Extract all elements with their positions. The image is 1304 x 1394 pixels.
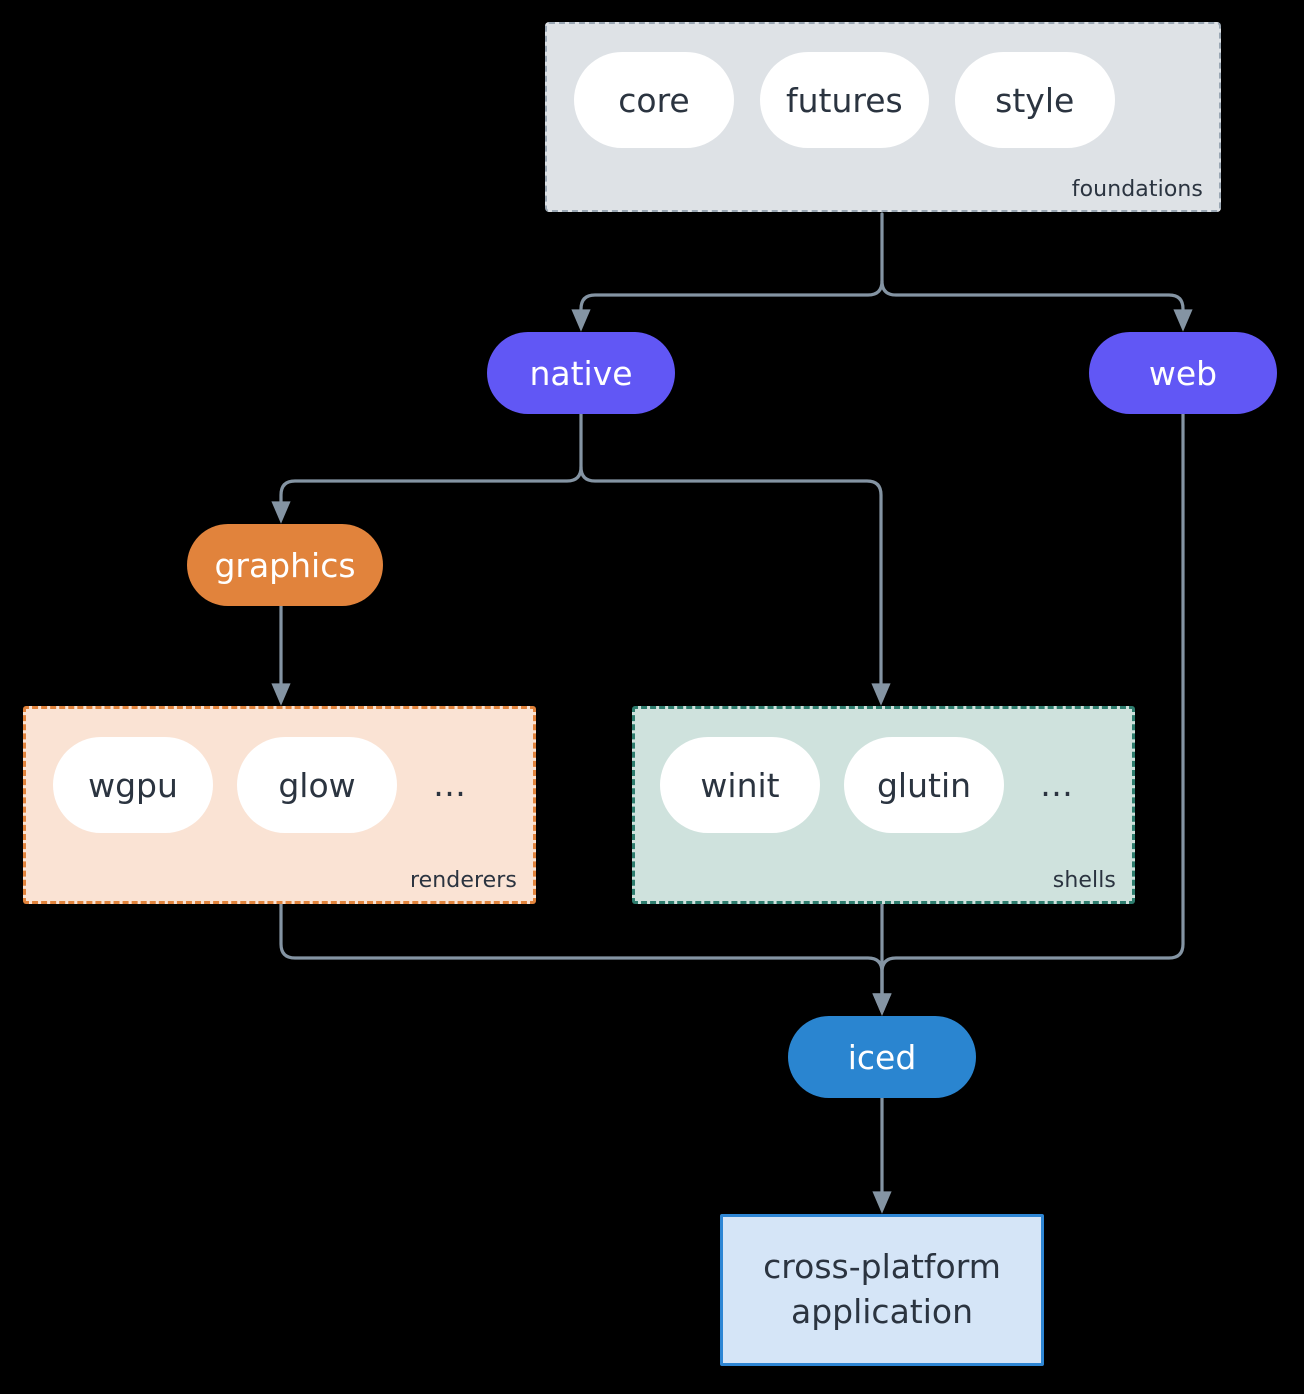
edge-renderers-iced bbox=[279, 902, 892, 1016]
group-label-renderers: renderers bbox=[409, 868, 517, 893]
group-renderers: wgpu glow … renderers bbox=[23, 706, 536, 904]
application-label-line-1: cross-platform bbox=[763, 1247, 1001, 1287]
pill-core[interactable]: core bbox=[574, 52, 734, 148]
pill-style[interactable]: style bbox=[954, 52, 1115, 148]
pill-futures[interactable]: futures bbox=[760, 52, 929, 148]
node-cross-platform-application[interactable]: cross-platform application bbox=[720, 1214, 1044, 1366]
shells-overflow-ellipsis: … bbox=[1040, 765, 1073, 804]
shells-pill-row: winit glutin … bbox=[660, 737, 1073, 833]
group-foundations: core futures style foundations bbox=[545, 22, 1221, 212]
pill-glow[interactable]: glow bbox=[237, 737, 397, 833]
renderers-overflow-ellipsis: … bbox=[433, 765, 466, 804]
node-graphics[interactable]: graphics bbox=[187, 524, 383, 606]
pill-glutin[interactable]: glutin bbox=[844, 737, 1004, 833]
node-web[interactable]: web bbox=[1089, 332, 1277, 414]
group-label-foundations: foundations bbox=[1071, 177, 1203, 202]
edge-native-shells bbox=[579, 465, 891, 706]
group-label-shells: shells bbox=[1052, 868, 1116, 893]
group-shells: winit glutin … shells bbox=[632, 706, 1135, 904]
renderers-pill-row: wgpu glow … bbox=[53, 737, 466, 833]
node-iced[interactable]: iced bbox=[788, 1016, 976, 1098]
application-label-line-2: application bbox=[790, 1292, 974, 1331]
edge-foundations-native bbox=[571, 212, 884, 332]
edge-foundations-web bbox=[880, 279, 1193, 332]
node-native[interactable]: native bbox=[487, 332, 675, 414]
pill-wgpu[interactable]: wgpu bbox=[53, 737, 213, 833]
foundations-pill-row: core futures style bbox=[574, 52, 1115, 148]
edge-native-graphics bbox=[271, 412, 583, 524]
pill-winit[interactable]: winit bbox=[660, 737, 820, 833]
